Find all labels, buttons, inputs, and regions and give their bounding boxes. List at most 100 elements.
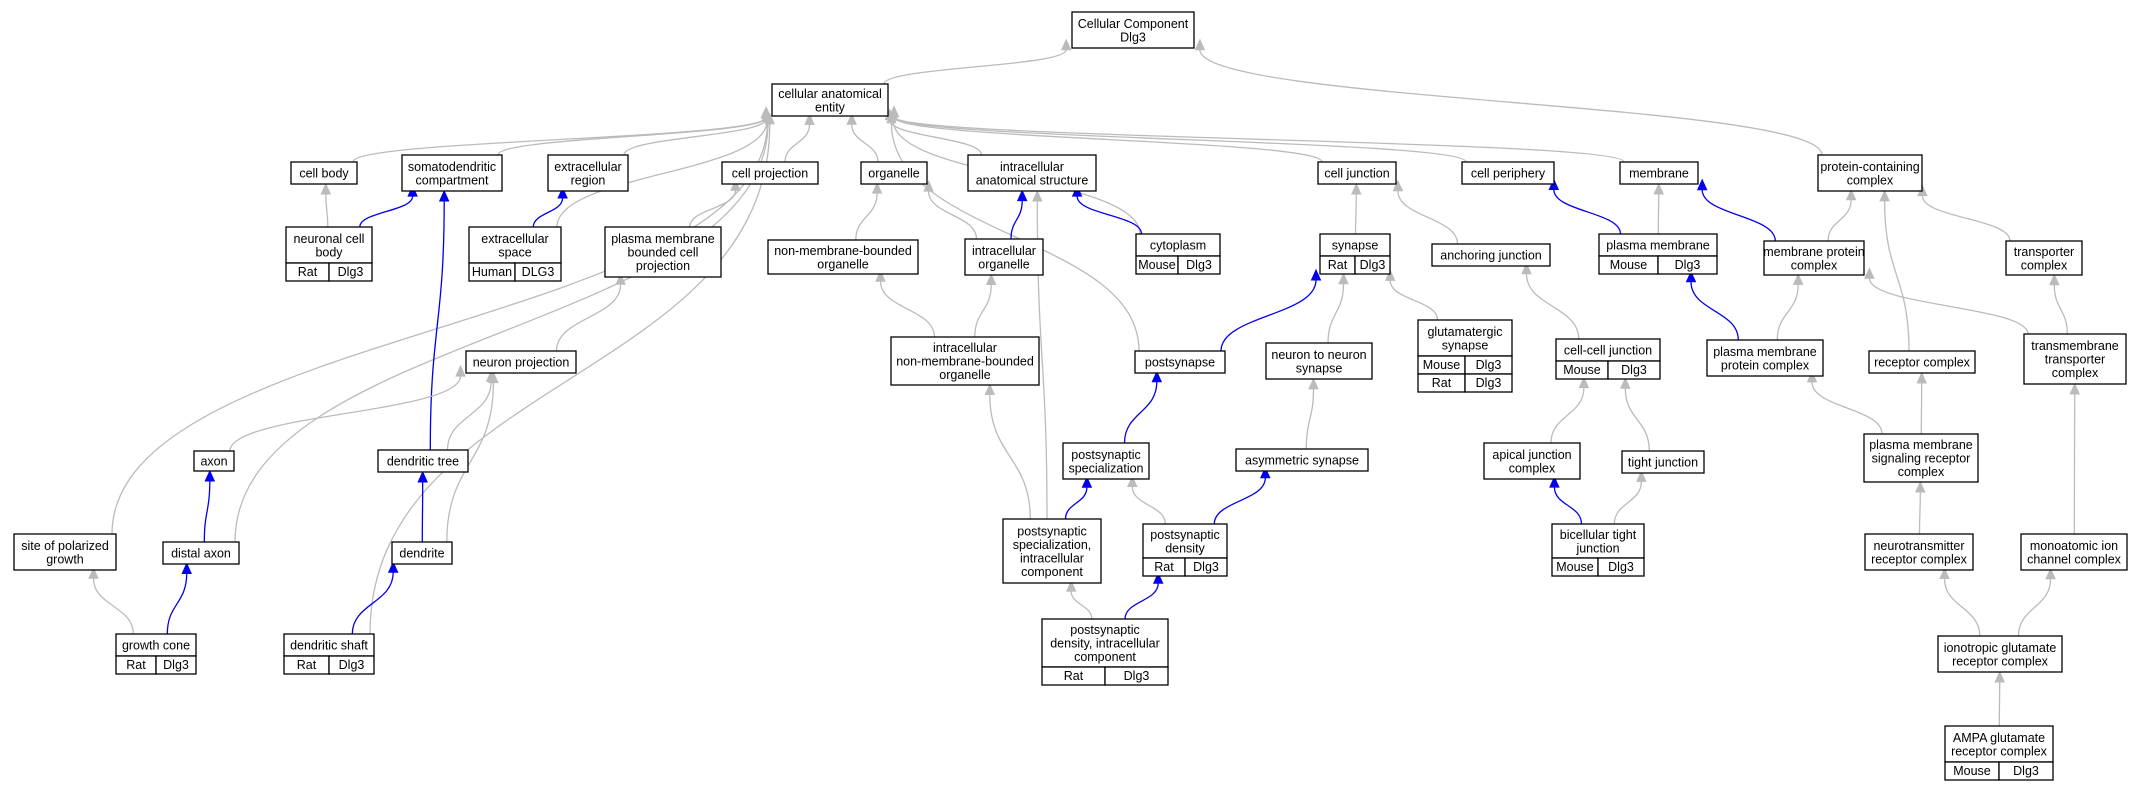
node-organelle[interactable]: organelle: [860, 161, 928, 185]
node-axon[interactable]: axon: [193, 450, 235, 472]
edge-dendrite-to-dtree: [417, 470, 428, 543]
node-label: intracellular: [1000, 160, 1064, 174]
gene-tag: [1177, 255, 1221, 275]
arrowhead: [615, 272, 626, 285]
edge-dendrite-to-neuron-projection: [446, 371, 499, 543]
arrowhead: [1879, 189, 1890, 202]
arrowhead: [1151, 370, 1163, 383]
node-label: growth cone: [122, 639, 190, 653]
arrowhead: [846, 112, 857, 125]
node-box: [193, 450, 235, 472]
node-cell-junction[interactable]: cell junction: [1317, 161, 1397, 185]
node-label: complex: [1898, 465, 1945, 479]
arrowhead: [1939, 567, 1950, 579]
node-cell-body[interactable]: cell body: [290, 161, 358, 185]
edge-line: [359, 195, 414, 228]
node-dtree[interactable]: dendritic tree: [377, 449, 469, 473]
edge-maic-to-tmt: [2069, 382, 2080, 535]
node-asym[interactable]: asymmetric synapse: [1235, 448, 1369, 472]
node-inmbo[interactable]: intracellularnon-membrane-boundedorganel…: [890, 336, 1040, 386]
node-box: [967, 154, 1097, 192]
node-postsynapse[interactable]: postsynapse: [1134, 350, 1226, 374]
node-box: [1817, 154, 1923, 192]
node-neuron-projection[interactable]: neuron projection: [465, 350, 577, 374]
arrowhead: [730, 179, 741, 191]
node-box: [1483, 442, 1581, 480]
arrowhead: [1620, 377, 1631, 389]
node-receptor[interactable]: receptor complex: [1868, 350, 1976, 374]
node-membrane[interactable]: membrane: [1619, 161, 1699, 185]
node-label: neuron projection: [473, 356, 570, 370]
edge-pmbcp-to-cell-projection: [689, 179, 741, 228]
node-box: [1864, 533, 1974, 571]
arrowhead: [875, 269, 886, 282]
gene-dlg3: Dlg3: [339, 658, 365, 672]
node-cell-projection[interactable]: cell projection: [721, 161, 819, 185]
node-label: receptor complex: [1951, 744, 2048, 758]
node-pssic[interactable]: postsynapticspecialization,intracellular…: [1002, 518, 1102, 584]
arrowhead: [1060, 38, 1072, 51]
node-label: density, intracellular: [1050, 637, 1160, 651]
species-rat: Rat: [298, 265, 318, 279]
node-anchoring[interactable]: anchoring junction: [1431, 243, 1551, 267]
node-dendrite[interactable]: dendrite: [391, 541, 453, 565]
node-cell-periphery[interactable]: cell periphery: [1461, 161, 1555, 185]
node-label: glutamatergic: [1427, 325, 1502, 339]
edge-extra-space-to-extra-region: [532, 186, 568, 228]
edge-transporter-to-pcc: [1917, 184, 2011, 242]
edge-postsynapse-to-synapse: [1220, 268, 1322, 352]
node-label: plasma membrane: [1713, 345, 1817, 359]
node-label: receptor complex: [1871, 552, 1968, 566]
edge-line: [1811, 381, 1883, 435]
node-distal-axon[interactable]: distal axon: [162, 541, 240, 565]
edge-btj-to-apical: [1549, 475, 1583, 525]
node-tight[interactable]: tight junction: [1621, 450, 1705, 474]
node-box: [2005, 240, 2083, 276]
edge-neuron-projection-to-pmbcp: [555, 272, 626, 352]
edge-line: [1397, 190, 1459, 245]
arrowhead: [417, 470, 428, 483]
node-label: junction: [1575, 541, 1619, 555]
edge-psdic-to-pssic: [1065, 579, 1093, 620]
node-label: synapse: [1332, 239, 1379, 253]
